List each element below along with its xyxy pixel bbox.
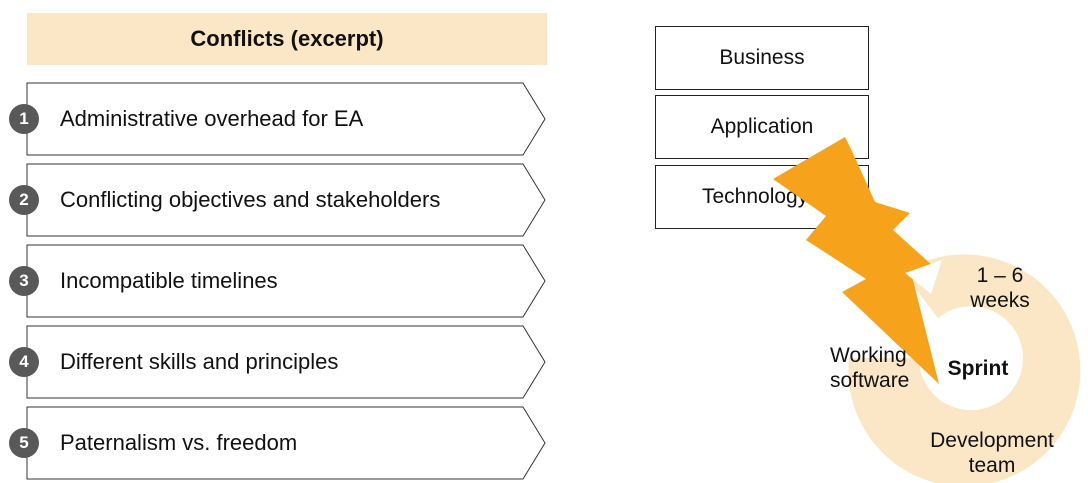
conflict-item-4: 4 Different skills and principles (0, 325, 560, 399)
conflicts-header: Conflicts (excerpt) (27, 13, 547, 65)
sprint-team: Development team (912, 428, 1072, 478)
chevron-shape (26, 325, 546, 399)
conflict-label: Paternalism vs. freedom (60, 430, 298, 455)
team-text: Development team (930, 429, 1054, 477)
sprint-duration: 1 – 6 weeks (950, 263, 1050, 313)
layer-label: Application (710, 115, 814, 138)
chevron-shape (26, 244, 546, 318)
layer-box-business: Business (655, 26, 869, 90)
conflict-label: Different skills and principles (60, 349, 339, 374)
layer-label: Business (719, 46, 805, 69)
number-badge: 5 (9, 428, 39, 458)
conflicts-title: Conflicts (excerpt) (190, 26, 384, 51)
conflict-list: 1 Administrative overhead for EA 2 Confl… (0, 82, 560, 480)
number-badge: 1 (9, 104, 39, 134)
conflict-label: Administrative overhead for EA (60, 106, 364, 131)
lightning-bolt-icon (773, 137, 939, 384)
duration-text: 1 – 6 weeks (970, 264, 1030, 312)
number-badge: 4 (9, 347, 39, 377)
conflict-label: Conflicting objectives and stakeholders (60, 187, 441, 212)
sprint-center: Sprint (938, 356, 1018, 381)
sprint-ring (848, 254, 1081, 483)
output-text: Working software (830, 344, 910, 392)
sprint-label: Sprint (947, 357, 1009, 380)
number-badge: 2 (9, 185, 39, 215)
chevron-shape (26, 406, 546, 480)
conflict-item-2: 2 Conflicting objectives and stakeholder… (0, 163, 560, 237)
sprint-output: Working software (822, 343, 932, 397)
number-badge: 3 (9, 266, 39, 296)
conflict-label: Incompatible timelines (60, 268, 278, 293)
conflict-item-5: 5 Paternalism vs. freedom (0, 406, 560, 480)
chevron-shape (26, 163, 546, 237)
sprint-arrow-icon (905, 260, 942, 294)
conflict-item-1: 1 Administrative overhead for EA (0, 82, 560, 156)
chevron-shape (26, 82, 546, 156)
layer-label: Technology (702, 185, 809, 208)
conflict-item-3: 3 Incompatible timelines (0, 244, 560, 318)
